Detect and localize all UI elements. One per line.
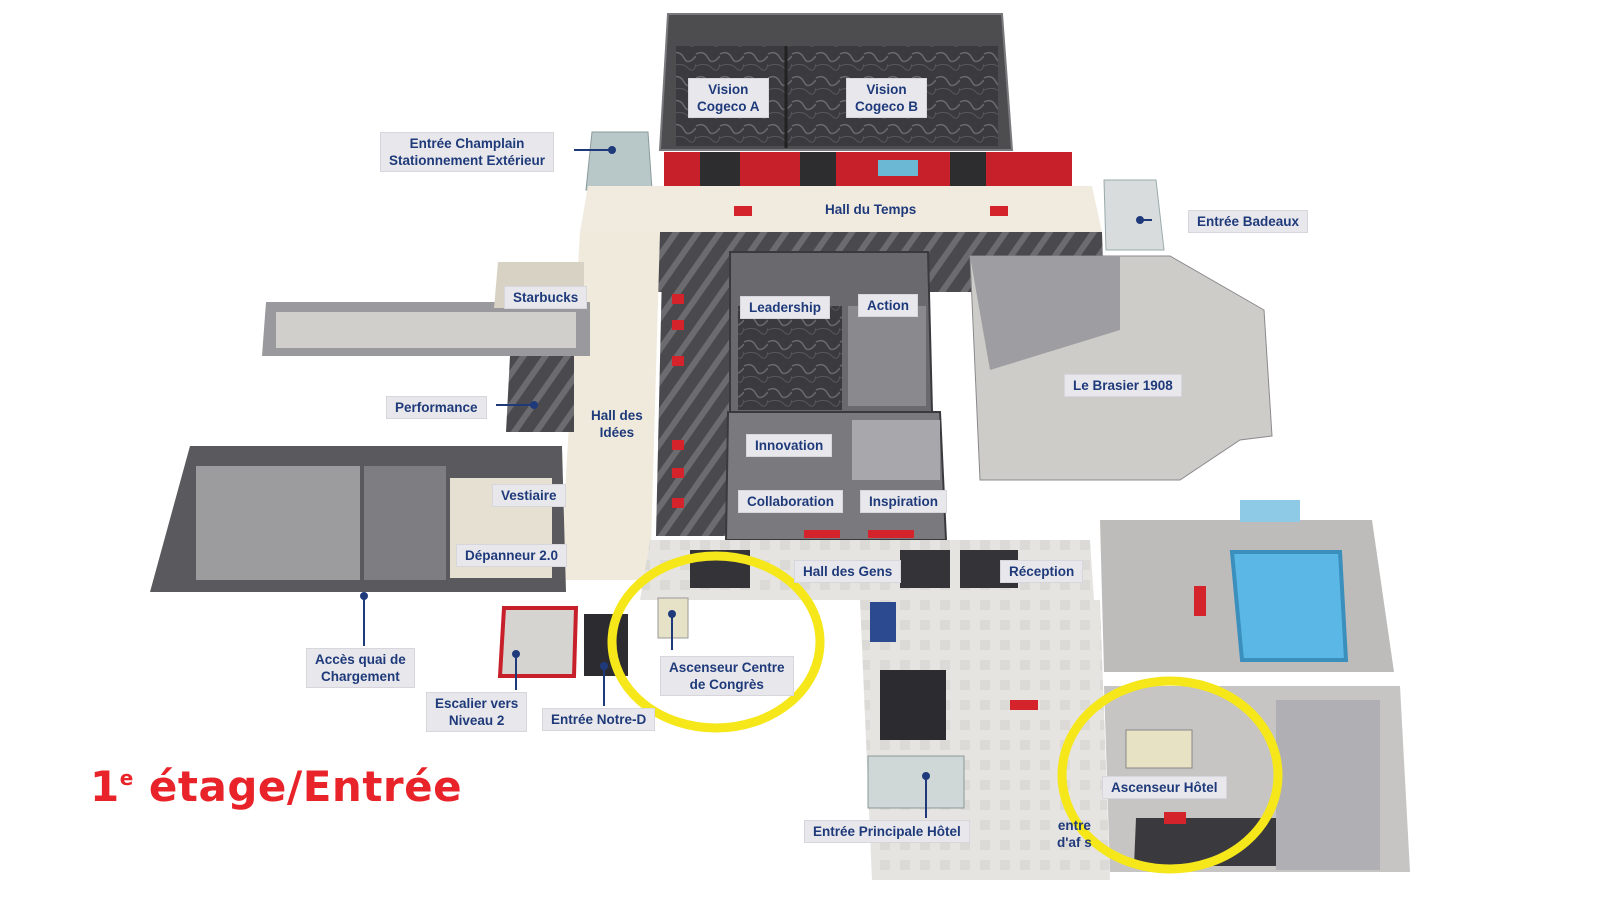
label-performance: Performance <box>386 396 487 419</box>
label-action: Action <box>858 294 918 317</box>
label-entree-principale: Entrée Principale Hôtel <box>804 820 970 843</box>
label-innovation: Innovation <box>746 434 833 457</box>
label-reception: Réception <box>1000 560 1084 583</box>
label-vestiaire: Vestiaire <box>492 484 566 507</box>
label-entree-badeaux: Entrée Badeaux <box>1188 210 1309 233</box>
leader-lines <box>360 146 1152 818</box>
highlight-ascenseur-congres <box>607 551 825 733</box>
floor-title: 1e étage/Entrée <box>90 762 463 811</box>
label-depanneur: Dépanneur 2.0 <box>456 544 568 567</box>
label-le-brasier: Le Brasier 1908 <box>1064 374 1182 397</box>
label-collaboration: Collaboration <box>738 490 843 513</box>
label-entree-notre-dame: Entrée Notre-D <box>542 708 656 731</box>
label-inspiration: Inspiration <box>860 490 948 513</box>
label-starbucks: Starbucks <box>504 286 588 309</box>
label-hall-du-temps: Hall du Temps <box>825 202 917 217</box>
label-hall-des-gens: Hall des Gens <box>794 560 902 583</box>
highlight-ascenseur-hotel <box>1057 676 1283 874</box>
label-leadership: Leadership <box>740 296 831 319</box>
label-ascenseur-hotel: Ascenseur Hôtel <box>1102 776 1227 799</box>
